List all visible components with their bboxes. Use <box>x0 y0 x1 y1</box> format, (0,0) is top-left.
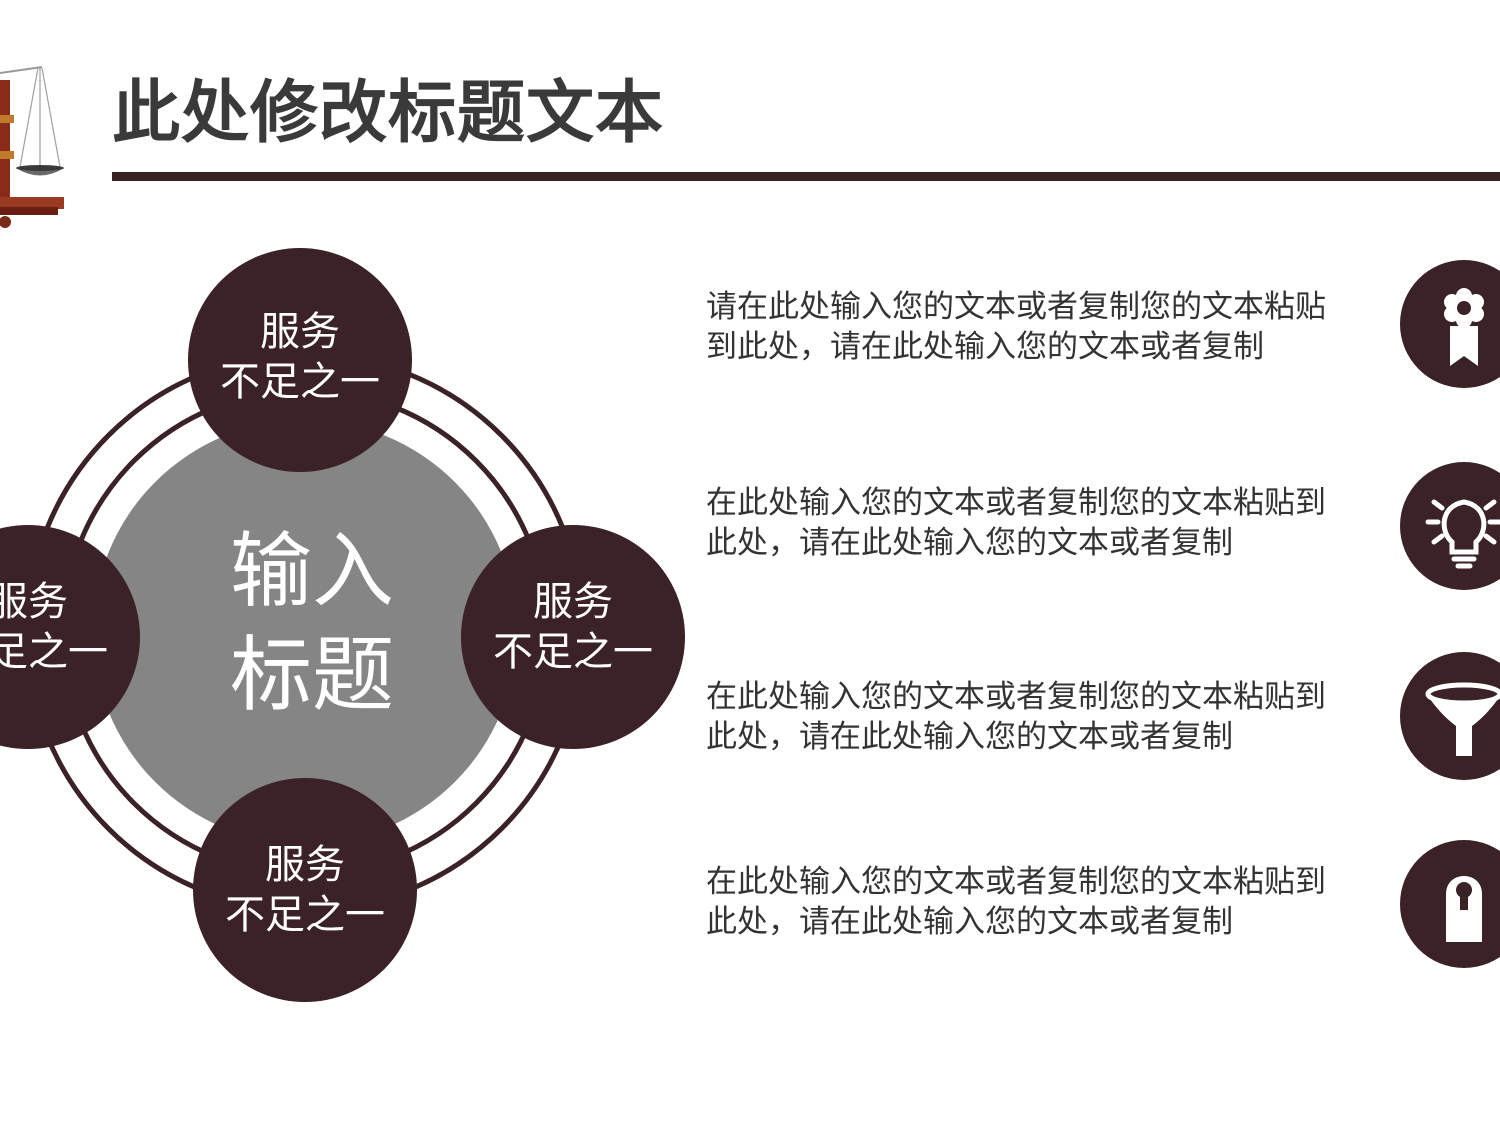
node-circle-right <box>461 525 685 749</box>
center-title-line1: 输入 <box>229 524 394 619</box>
node-label-left: 服务 不足之一 <box>0 579 108 675</box>
node-circle-bottom <box>193 778 417 1002</box>
scales-of-justice-logo <box>0 66 64 228</box>
door-hanger-icon <box>1400 840 1500 968</box>
node-label-bottom: 服务 不足之一 <box>225 842 385 938</box>
award-ribbon-icon <box>1400 260 1500 388</box>
node-circle-top <box>188 248 412 472</box>
center-title: 输入 标题 <box>212 520 412 728</box>
item-description-3: 在此处输入您的文本或者复制您的文本粘贴到 此处，请在此处输入您的文本或者复制 <box>706 679 1326 755</box>
center-title-line2: 标题 <box>229 628 394 723</box>
item-description-2: 在此处输入您的文本或者复制您的文本粘贴到 此处，请在此处输入您的文本或者复制 <box>706 485 1326 561</box>
title-underline <box>112 172 1500 181</box>
item-description-4: 在此处输入您的文本或者复制您的文本粘贴到 此处，请在此处输入您的文本或者复制 <box>706 864 1326 940</box>
funnel-icon <box>1400 652 1500 780</box>
slide-title: 此处修改标题文本 <box>112 74 665 153</box>
center-circle <box>93 420 517 844</box>
node-label-top: 服务 不足之一 <box>220 309 380 405</box>
node-label-right: 服务 不足之一 <box>493 579 653 675</box>
item-description-1: 请在此处输入您的文本或者复制您的文本粘贴 到此处，请在此处输入您的文本或者复制 <box>706 289 1326 365</box>
node-circle-left <box>0 525 140 749</box>
lightbulb-icon <box>1400 462 1500 590</box>
service-ring-diagram <box>0 248 685 1002</box>
